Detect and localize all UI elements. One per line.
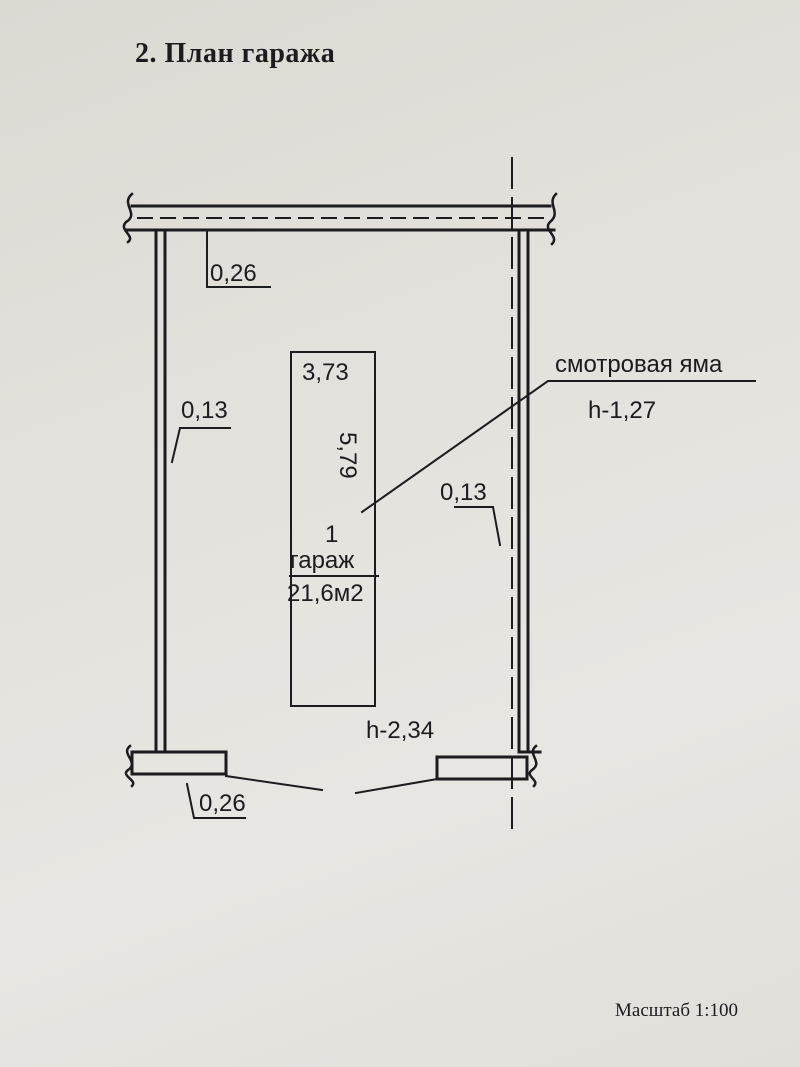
top-wall: [130, 204, 552, 232]
wall-left-thickness-label: 0,13: [181, 397, 228, 424]
leader-lines: [170, 231, 756, 819]
side-walls: [124, 228, 556, 754]
room-area-label: 21,6м2: [287, 580, 364, 607]
inspection-pit: [290, 351, 376, 707]
wall-right-thickness-label: 0,13: [440, 479, 487, 506]
room-number-label: 1: [325, 521, 338, 548]
door-opening-lines: [224, 774, 439, 795]
room-length-label: 5,79: [334, 432, 361, 479]
ceiling-height-label: h-2,34: [366, 717, 434, 744]
page-title: 2. План гаража: [135, 38, 336, 69]
wall-top-thickness-label: 0,26: [210, 260, 257, 287]
wall-break-marks: [122, 192, 558, 788]
door-jambs: [130, 750, 542, 781]
room-name-label: гараж: [290, 547, 354, 574]
scale-note: Масштаб 1:100: [615, 1000, 739, 1021]
inspection-pit-label: смотровая яма: [555, 351, 723, 378]
cropped-text-line: [128, 1052, 548, 1067]
inspection-pit-depth-label: h-1,27: [588, 397, 656, 424]
room-width-label: 3,73: [302, 359, 349, 386]
wall-bottom-thickness-label: 0,26: [199, 790, 246, 817]
